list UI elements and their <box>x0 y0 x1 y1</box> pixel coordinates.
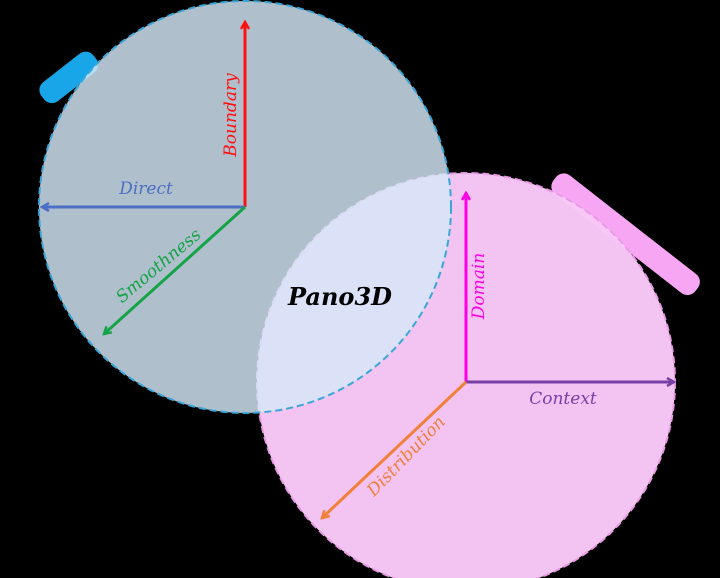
distribution-arrow <box>322 380 468 518</box>
blue-badge-shape <box>39 51 99 104</box>
pink-badge-shape <box>551 173 700 296</box>
diagram-title: Pano3D <box>287 282 392 311</box>
domain-label: Domain <box>469 253 489 321</box>
context-label: Context <box>529 389 597 409</box>
smoothness-arrow <box>104 205 247 334</box>
boundary-label: Boundary <box>221 73 241 158</box>
direct-label: Direct <box>118 179 173 199</box>
